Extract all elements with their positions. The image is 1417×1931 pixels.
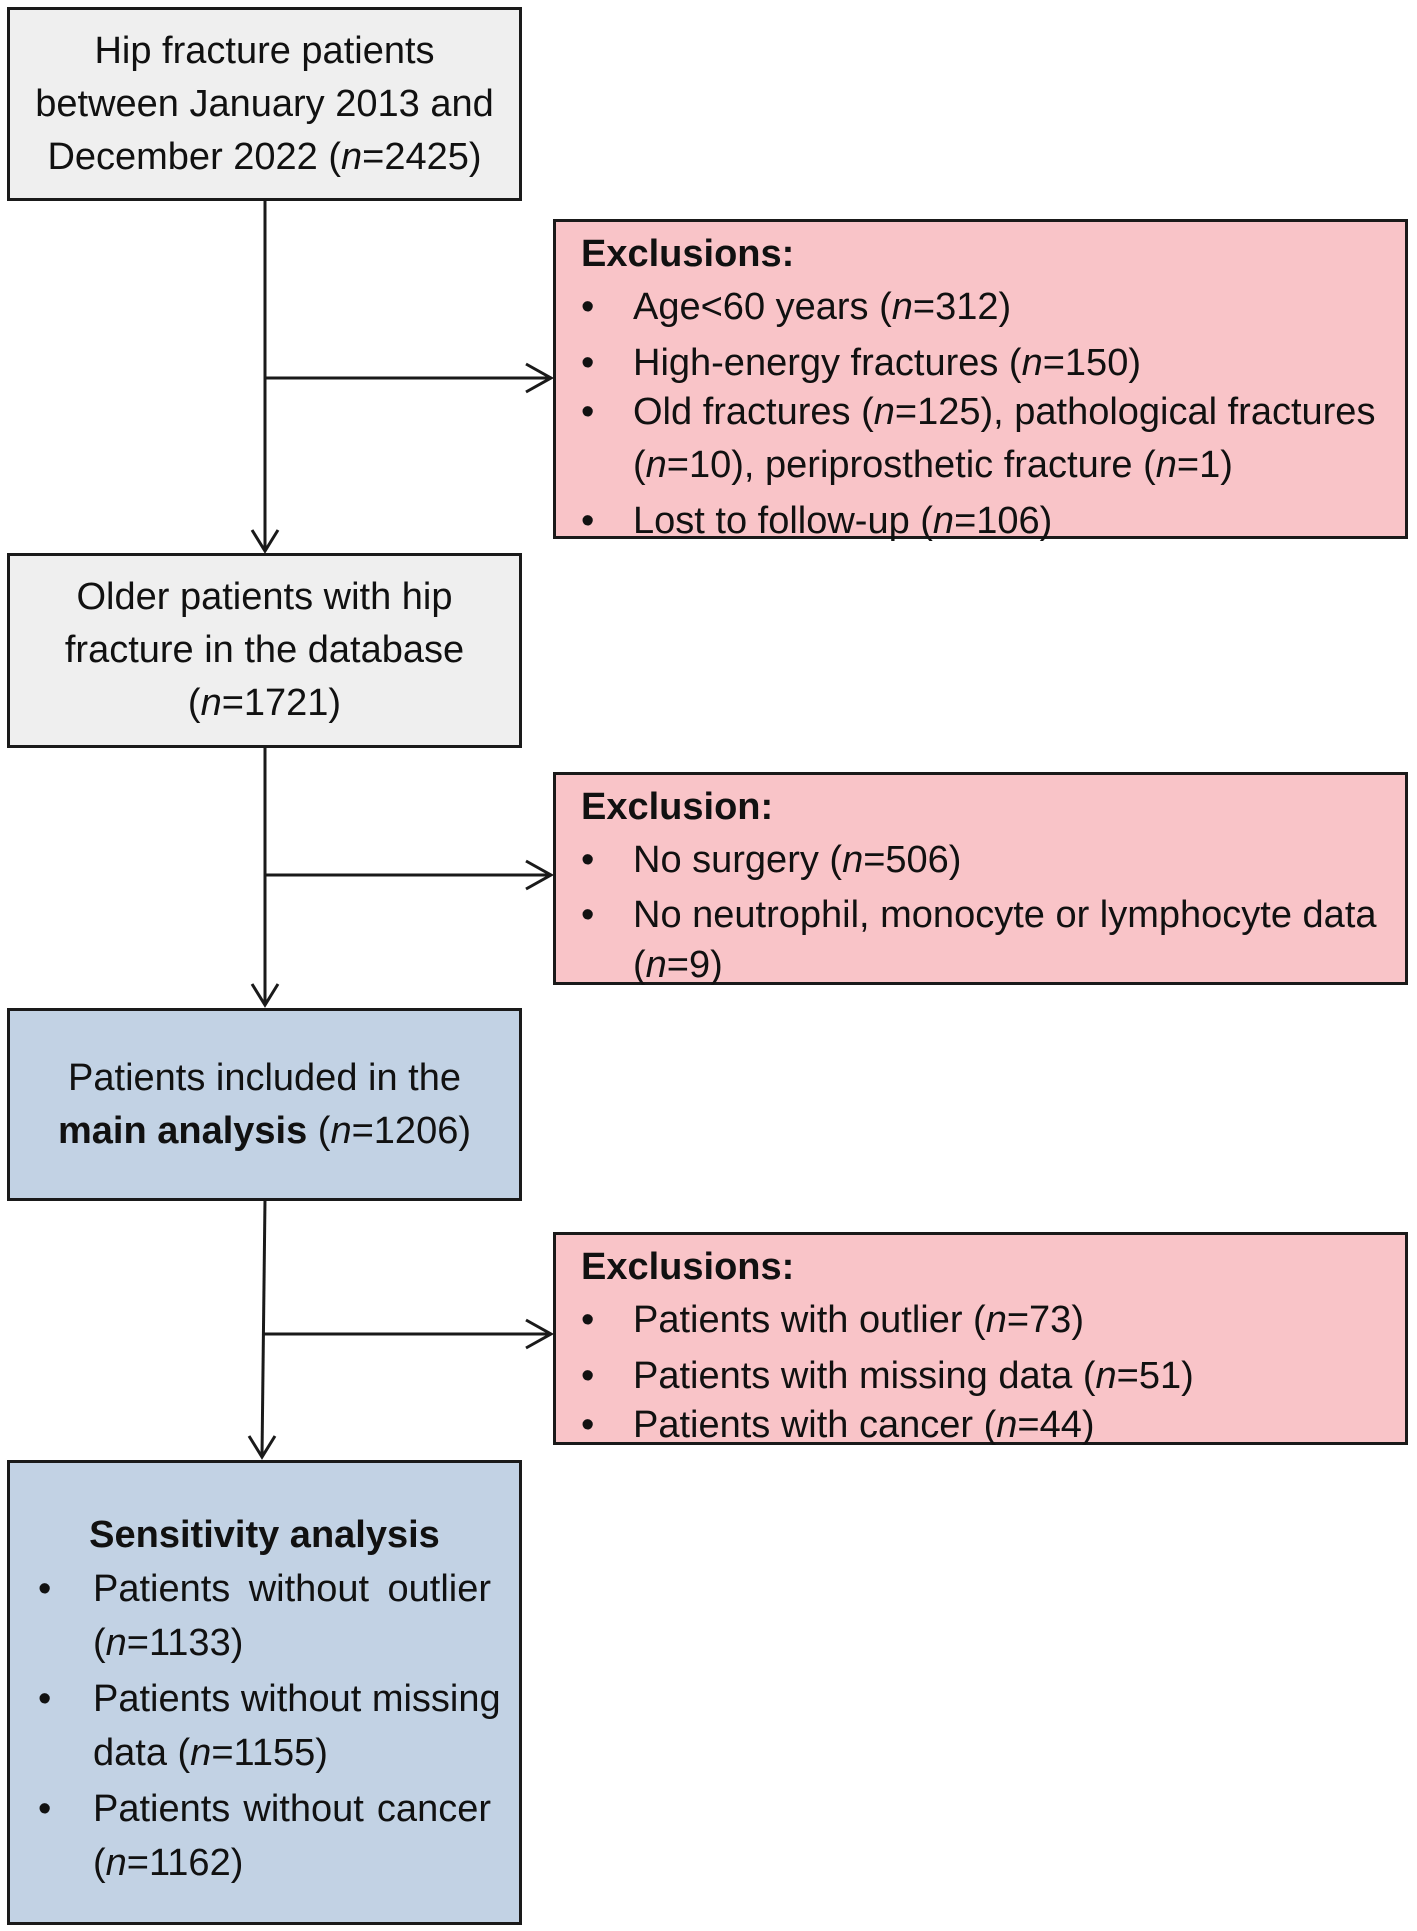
sensitivity-title: Sensitivity analysis	[89, 1514, 440, 1556]
connector-main-to-sensitivity	[260, 1198, 267, 1457]
list-item: •Age<60 years (n=312)	[581, 286, 1012, 328]
list-item: •Patients without cancer(n=1162)	[38, 1788, 491, 1884]
list-item: •Patients with missing data (n=51)	[581, 1355, 1194, 1397]
start-line-1: Hip fracture patients	[94, 29, 435, 72]
arrowhead-exclusion2	[525, 859, 555, 891]
main-line-2: main analysis (n=1206)	[58, 1109, 471, 1152]
arrowhead-main	[250, 983, 280, 1008]
list-item: •Patients with cancer (n=44)	[581, 1404, 1095, 1446]
exclusions-box-1: Exclusions: •Age<60 years (n=312) •High-…	[553, 219, 1408, 542]
list-item: •Patients without outlier(n=1133)	[38, 1568, 491, 1664]
arrowhead-sensitivity	[247, 1435, 277, 1460]
list-item: •Old fractures (n=125), pathological fra…	[581, 391, 1376, 486]
start-cohort-box: Hip fracture patients between January 20…	[7, 7, 522, 201]
arrowhead-database	[250, 529, 280, 554]
exclusion-list: •No surgery (n=506) •No neutrophil, mono…	[581, 834, 1377, 990]
main-line-1: Patients included in the	[68, 1056, 461, 1099]
start-line-2: between January 2013 and	[35, 82, 494, 125]
arrowhead-exclusions1	[525, 362, 555, 394]
database-line-2: fracture in the database	[64, 629, 465, 671]
database-cohort-box: Older patients with hip fracture in the …	[7, 553, 522, 748]
exclusions-list: •Age<60 years (n=312) •High-energy fract…	[581, 281, 1376, 548]
list-item: •High-energy fractures (n=150)	[581, 342, 1141, 384]
main-analysis-box: Patients included in the main analysis (…	[7, 1008, 522, 1201]
sensitivity-list: •Patients without outlier(n=1133) •Patie…	[38, 1562, 501, 1890]
exclusion-title: Exclusion:	[581, 786, 774, 828]
list-item: •Lost to follow-up (n=106)	[581, 500, 1053, 542]
exclusions-box-3: Exclusions: •Patients with outlier (n=73…	[553, 1232, 1408, 1446]
arrowhead-exclusions3	[525, 1318, 555, 1350]
list-item: •No neutrophil, monocyte or lymphocyte d…	[581, 894, 1377, 986]
list-item: •No surgery (n=506)	[581, 839, 962, 881]
exclusion-box-2: Exclusion: •No surgery (n=506) •No neutr…	[553, 772, 1408, 986]
exclusions-list: •Patients with outlier (n=73) •Patients …	[581, 1294, 1365, 1452]
exclusions-title: Exclusions:	[581, 1246, 795, 1288]
exclusions-title: Exclusions:	[581, 233, 795, 275]
database-line-3: (n=1721)	[187, 682, 342, 724]
database-line-1: Older patients with hip	[76, 576, 453, 618]
sensitivity-analysis-box: Sensitivity analysis •Patients without o…	[7, 1460, 522, 1925]
start-line-3: December 2022 (n=2425)	[47, 135, 482, 178]
list-item: •Patients with outlier (n=73)	[581, 1299, 1084, 1341]
